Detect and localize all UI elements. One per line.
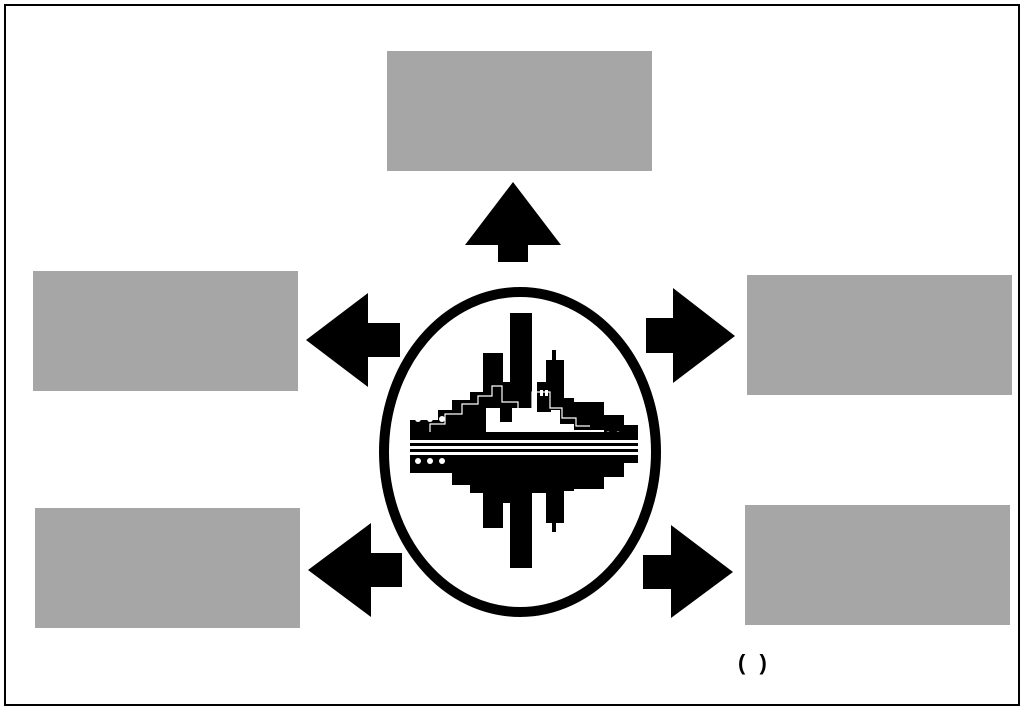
box-right-upper xyxy=(747,275,1012,395)
arrow-left-upper-icon xyxy=(306,293,400,387)
arrow-left-lower-icon xyxy=(308,523,402,617)
arrow-right-upper-icon xyxy=(646,288,735,383)
box-left-lower xyxy=(35,508,300,628)
caption-parentheses: ( ) xyxy=(738,650,771,675)
city-skyline-icon xyxy=(410,313,638,568)
box-left-upper xyxy=(33,271,298,391)
arrow-right-lower-icon xyxy=(643,525,733,618)
box-right-lower xyxy=(745,505,1010,625)
arrow-up-icon xyxy=(465,182,561,262)
box-top xyxy=(387,51,652,171)
diagram-frame xyxy=(4,4,1020,706)
